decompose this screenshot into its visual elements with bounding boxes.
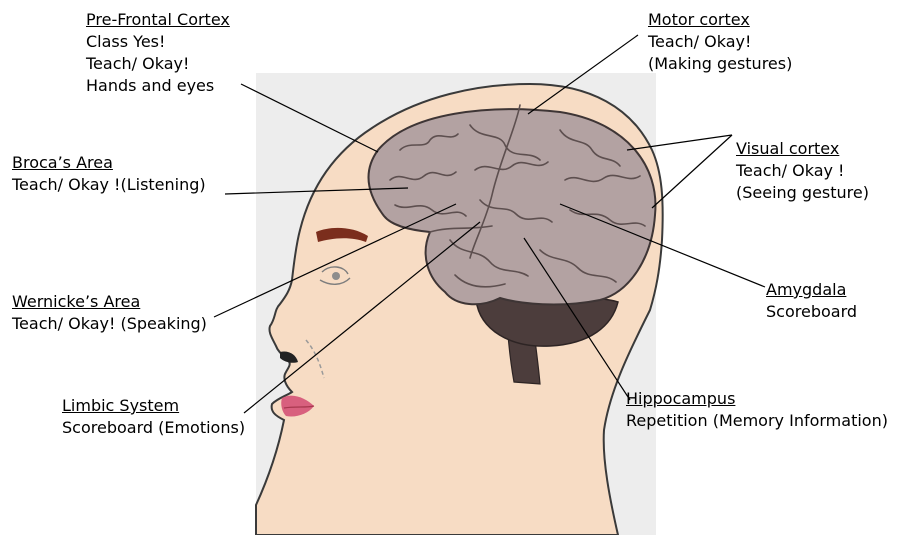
prefrontal-line-3: Hands and eyes [86,75,230,97]
prefrontal-title: Pre-Frontal Cortex [86,9,230,31]
amygdala-line-1: Scoreboard [766,301,857,323]
hippocampus-title: Hippocampus [626,388,888,410]
limbic-line-1: Scoreboard (Emotions) [62,417,245,439]
motor-line-1: Teach/ Okay! [648,31,792,53]
prefrontal-line-1: Class Yes! [86,31,230,53]
broca-line-1: Teach/ Okay !(Listening) [12,174,206,196]
limbic-title: Limbic System [62,395,245,417]
visual-line-1: Teach/ Okay ! [736,160,869,182]
motor-title: Motor cortex [648,9,792,31]
label-prefrontal: Pre-Frontal Cortex Class Yes! Teach/ Oka… [86,9,230,97]
label-wernicke: Wernicke’s Area Teach/ Okay! (Speaking) [12,291,207,335]
label-broca: Broca’s Area Teach/ Okay !(Listening) [12,152,206,196]
label-visual: Visual cortex Teach/ Okay ! (Seeing gest… [736,138,869,204]
wernicke-line-1: Teach/ Okay! (Speaking) [12,313,207,335]
leader-visual-2 [652,135,732,208]
label-hippocampus: Hippocampus Repetition (Memory Informati… [626,388,888,432]
prefrontal-line-2: Teach/ Okay! [86,53,230,75]
broca-title: Broca’s Area [12,152,206,174]
eye-pupil [332,272,340,280]
label-amygdala: Amygdala Scoreboard [766,279,857,323]
visual-line-2: (Seeing gesture) [736,182,869,204]
amygdala-title: Amygdala [766,279,857,301]
motor-line-2: (Making gestures) [648,53,792,75]
visual-title: Visual cortex [736,138,869,160]
label-limbic: Limbic System Scoreboard (Emotions) [62,395,245,439]
hippocampus-line-1: Repetition (Memory Information) [626,410,888,432]
wernicke-title: Wernicke’s Area [12,291,207,313]
label-motor: Motor cortex Teach/ Okay! (Making gestur… [648,9,792,75]
